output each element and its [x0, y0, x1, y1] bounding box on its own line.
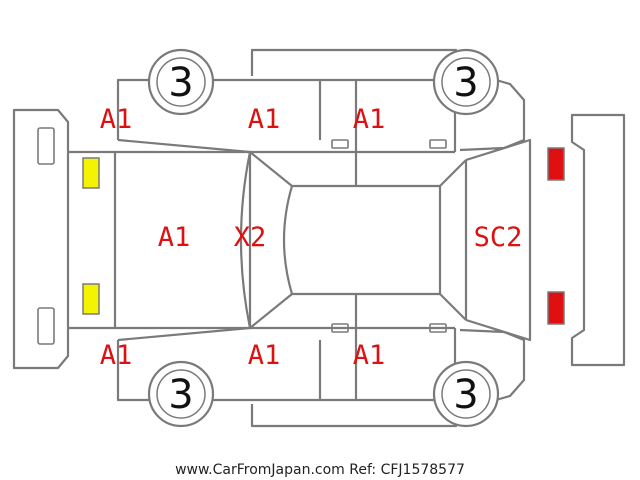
front-left-lamp	[82, 157, 100, 189]
mark-hood: A1	[158, 222, 191, 253]
front-right-lamp	[82, 283, 100, 315]
wheel-rear-right: 3	[432, 360, 500, 428]
rear-bumper	[570, 113, 626, 367]
mark-front-right-fender: A1	[100, 340, 133, 371]
mark-front-left-fender: A1	[100, 104, 133, 135]
mark-front-left-door: A1	[248, 104, 281, 135]
wheel-front-right: 3	[147, 360, 215, 428]
mark-rear-left-door: A1	[353, 104, 386, 135]
cabin-outline	[239, 138, 532, 342]
wheel-rear-left: 3	[432, 48, 500, 116]
wheel-rear-right-count: 3	[453, 372, 478, 418]
front-bumper	[12, 108, 70, 370]
rear-right-lamp	[547, 291, 565, 325]
left-side-outline	[116, 48, 526, 186]
rear-left-lamp	[547, 147, 565, 181]
mark-rear-right-door: A1	[353, 340, 386, 371]
wheel-front-right-count: 3	[168, 372, 193, 418]
hood-outline	[68, 150, 252, 330]
mark-front-right-door: A1	[248, 340, 281, 371]
footer-reference: www.CarFromJapan.com Ref: CFJ1578577	[175, 462, 465, 478]
mark-rear-end: SC2	[474, 222, 523, 253]
wheel-front-left: 3	[147, 48, 215, 116]
wheel-front-left-count: 3	[168, 60, 193, 106]
wheel-rear-left-count: 3	[453, 60, 478, 106]
mark-windshield: X2	[234, 222, 267, 253]
